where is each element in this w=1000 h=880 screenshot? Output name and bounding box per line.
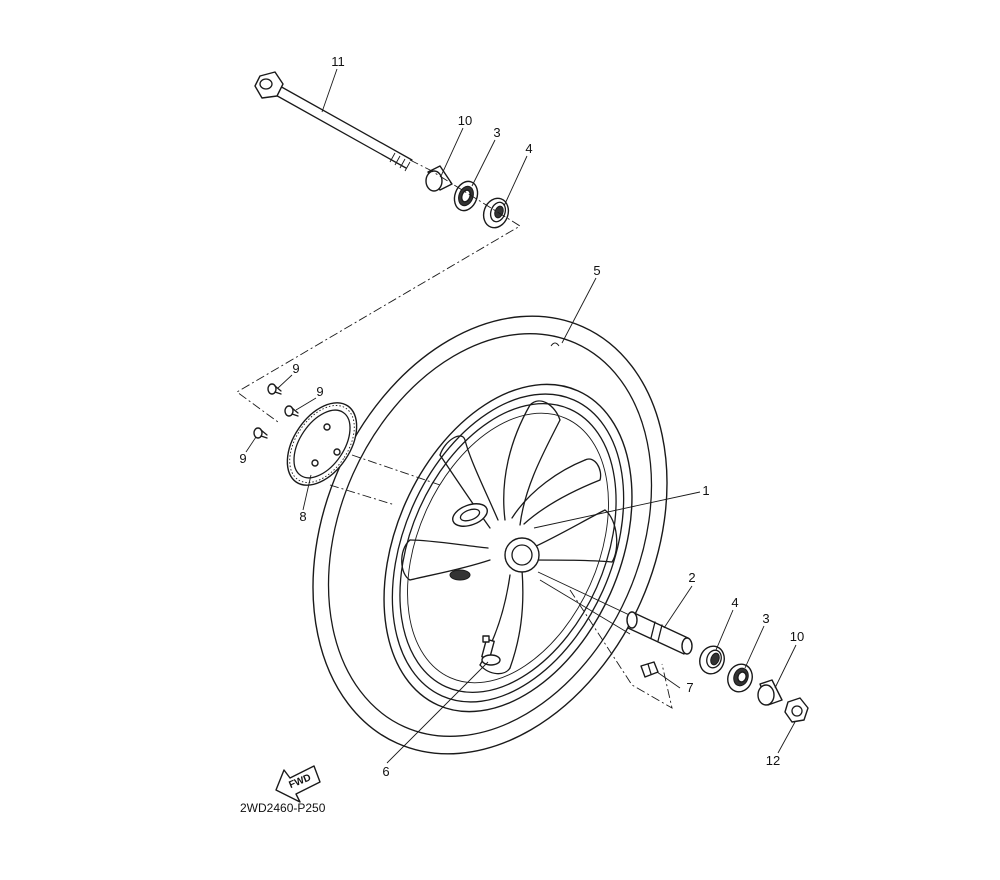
callout-2: 2 <box>688 570 695 585</box>
callout-11: 11 <box>331 54 345 69</box>
callout-4-right: 4 <box>731 595 738 610</box>
spacer <box>626 611 693 655</box>
bolt-c <box>253 427 268 439</box>
diagram-code: 2WD2460-P250 <box>240 801 326 815</box>
callout-1: 1 <box>702 483 709 498</box>
callout-5: 5 <box>593 263 600 278</box>
callout-3-top: 3 <box>493 125 500 140</box>
hub <box>449 503 540 581</box>
bearing-right <box>699 645 725 675</box>
callout-3-right: 3 <box>762 611 769 626</box>
axle-nut <box>784 697 809 723</box>
rim-spokes <box>401 400 618 675</box>
callout-9-b: 9 <box>316 384 323 399</box>
callout-10-top: 10 <box>458 113 472 128</box>
bolt-b <box>284 405 299 417</box>
callout-4-top: 4 <box>525 141 532 156</box>
callout-9-a: 9 <box>292 361 299 376</box>
callout-7: 7 <box>686 680 693 695</box>
axle <box>254 71 413 172</box>
tire-mark <box>550 342 560 347</box>
callouts: 11 10 3 4 5 9 9 9 8 1 2 4 3 10 7 12 6 <box>239 54 804 779</box>
fwd-arrow: FWD <box>275 765 321 803</box>
oil-seal-top <box>453 180 479 212</box>
sensor-rotor <box>286 402 358 486</box>
balance-weight <box>640 661 659 678</box>
callout-9-c: 9 <box>239 451 246 466</box>
callout-6: 6 <box>382 764 389 779</box>
leader-lines <box>245 68 797 764</box>
tire-valve <box>481 635 501 666</box>
callout-8: 8 <box>299 509 306 524</box>
callout-10-right: 10 <box>790 629 804 644</box>
oil-seal-right <box>727 663 753 693</box>
collar-top <box>425 165 453 192</box>
bolt-a <box>267 383 282 395</box>
bearing-top <box>482 197 510 229</box>
collar-right <box>757 679 783 706</box>
callout-12: 12 <box>766 753 780 768</box>
